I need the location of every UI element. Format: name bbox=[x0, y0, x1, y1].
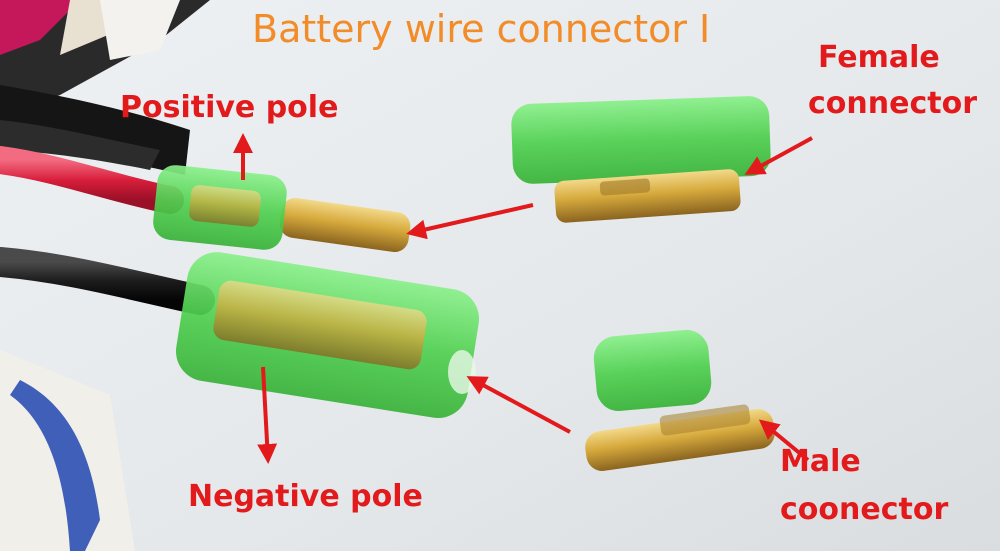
annotation-arrows bbox=[233, 133, 813, 464]
arrow-female-connector bbox=[744, 136, 813, 175]
female-connector bbox=[511, 96, 771, 223]
male-connector bbox=[585, 329, 775, 471]
black-wire bbox=[0, 247, 215, 315]
arrow-male-connector bbox=[758, 419, 810, 462]
positive-connector bbox=[153, 165, 411, 253]
arrow-to-positive-tip bbox=[406, 203, 534, 240]
image-title: Battery wire connector I bbox=[252, 7, 711, 51]
negative-connector bbox=[175, 252, 480, 419]
red-wire bbox=[0, 146, 184, 214]
label-negative-pole: Negative pole bbox=[188, 479, 423, 514]
white-housing bbox=[0, 350, 135, 551]
arrow-negative-pole bbox=[257, 366, 278, 464]
arrow-to-negative-end bbox=[466, 376, 571, 434]
label-female-line2: connector bbox=[808, 86, 977, 121]
cable-bundle bbox=[0, 0, 210, 175]
label-male-line1: Male bbox=[780, 444, 861, 479]
label-positive-pole: Positive pole bbox=[120, 90, 339, 125]
label-male-line2: coonector bbox=[780, 492, 949, 527]
label-female-line1: Female bbox=[818, 40, 940, 75]
